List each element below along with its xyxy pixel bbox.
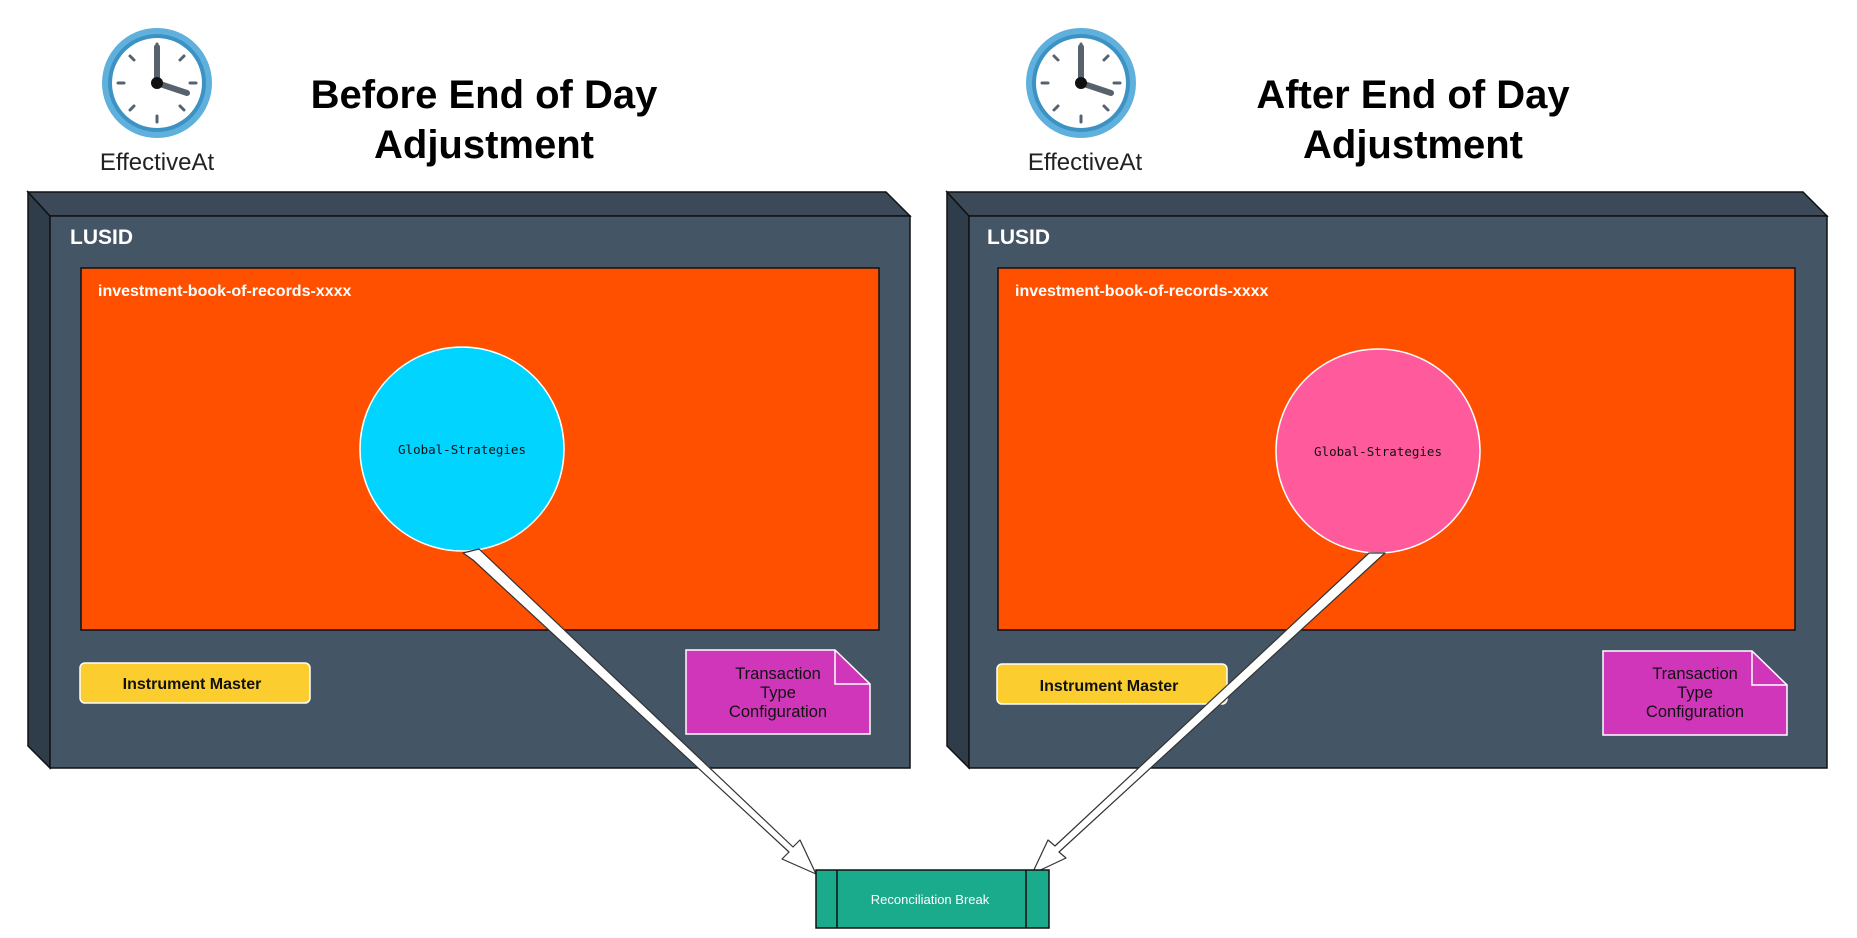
- block-arrow: [1031, 552, 1386, 875]
- before-title-line2: Adjustment: [374, 123, 594, 167]
- global-strategies-node[interactable]: [359, 346, 565, 552]
- transaction-config-note[interactable]: [1602, 650, 1788, 736]
- transaction-config-label-3: Configuration: [729, 703, 827, 721]
- transaction-config-label-1: Transaction: [735, 665, 821, 683]
- transaction-config-label-3: Configuration: [1646, 703, 1744, 721]
- lusid-label: LUSID: [70, 226, 133, 249]
- before-section: EffectiveAt Before End of Day Adjustment…: [26, 28, 912, 770]
- instrument-master-label: Instrument Master: [1040, 678, 1179, 695]
- after-title-line2: Adjustment: [1303, 123, 1523, 167]
- reconciliation-break-label: Reconciliation Break: [871, 892, 990, 907]
- ibor-label: investment-book-of-records-xxxx: [98, 283, 351, 300]
- ibor-label: investment-book-of-records-xxxx: [1015, 283, 1268, 300]
- clock-icon: [102, 28, 212, 138]
- global-strategies-label: Global-Strategies: [1314, 444, 1442, 459]
- instrument-master-label: Instrument Master: [123, 676, 262, 693]
- before-title-line1: Before End of Day: [311, 73, 658, 117]
- global-strategies-label: Global-Strategies: [398, 442, 526, 457]
- effective-at-label: EffectiveAt: [1028, 149, 1143, 176]
- after-title-line1: After End of Day: [1256, 73, 1570, 117]
- instrument-master-box[interactable]: [996, 663, 1228, 705]
- reconciliation-break-box[interactable]: [815, 869, 1050, 929]
- transaction-config-label-1: Transaction: [1652, 665, 1738, 683]
- instrument-master-box[interactable]: [79, 662, 311, 704]
- transaction-config-label-2: Type: [1677, 684, 1713, 702]
- transaction-config-note[interactable]: [685, 649, 871, 735]
- effective-at-label: EffectiveAt: [100, 149, 215, 176]
- transaction-config-label-2: Type: [760, 684, 796, 702]
- clock-icon: [1026, 28, 1136, 138]
- after-section: EffectiveAt After End of Day Adjustment …: [945, 28, 1829, 770]
- lusid-label: LUSID: [987, 226, 1050, 249]
